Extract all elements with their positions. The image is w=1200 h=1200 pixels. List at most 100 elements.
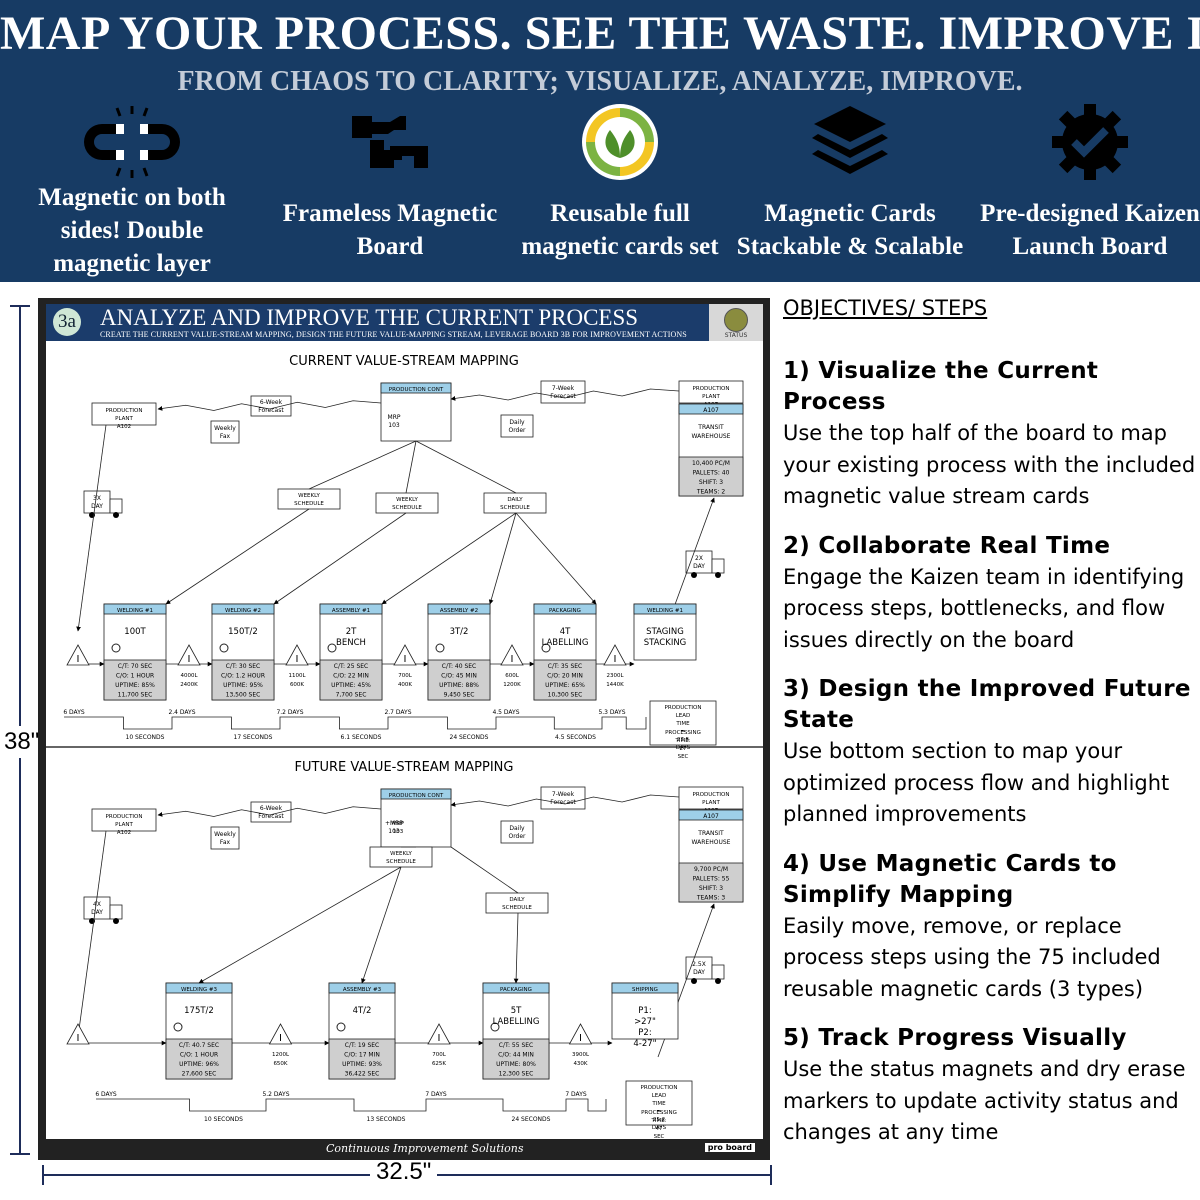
step-title: 4) Use Magnetic Cards to Simplify Mappin… bbox=[783, 850, 1117, 908]
inventory-triangle bbox=[66, 1023, 90, 1045]
supplier-box bbox=[91, 808, 157, 832]
process-stat: C/O: 45 MIN bbox=[441, 673, 477, 680]
truck-wheel bbox=[691, 572, 697, 578]
process-name: WELDING #3 bbox=[181, 987, 218, 993]
width-label: 32.5" bbox=[370, 1158, 438, 1186]
hero-banner: MAP YOUR PROCESS. SEE THE WASTE. IMPROVE… bbox=[0, 0, 1200, 282]
warehouse-header-text: A107 bbox=[703, 407, 719, 414]
section-title: CURRENT VALUE-STREAM MAPPING bbox=[289, 354, 519, 369]
process-stat: C/O: 20 MIN bbox=[547, 673, 583, 680]
operator-icon bbox=[490, 1022, 500, 1032]
info-line bbox=[515, 512, 597, 605]
status-dot[interactable] bbox=[724, 308, 748, 332]
timeline-seconds: 10 SECONDS bbox=[204, 1116, 243, 1123]
inventory-glyph: I bbox=[279, 1033, 282, 1044]
step-1: 1) Visualize the Current Process Use the… bbox=[783, 356, 1198, 513]
process-header bbox=[611, 982, 679, 994]
process-header bbox=[211, 603, 275, 615]
control-header bbox=[380, 382, 452, 394]
timeline-days: 2.4 DAYS bbox=[168, 709, 195, 716]
timeline-days: 5.3 DAYS bbox=[598, 709, 625, 716]
vsm-board: 3a ANALYZE AND IMPROVE THE CURRENT PROCE… bbox=[38, 298, 770, 1160]
step-text: Use the top half of the board to map you… bbox=[783, 421, 1196, 508]
warehouse-stat: PALLETS: 55 bbox=[693, 876, 730, 883]
process-stat: C/T: 55 SEC bbox=[499, 1042, 533, 1049]
timeline-days: 2.7 DAYS bbox=[384, 709, 411, 716]
board-header: 3a ANALYZE AND IMPROVE THE CURRENT PROCE… bbox=[46, 304, 763, 341]
recycle-leaf-icon bbox=[582, 104, 658, 180]
customer-box bbox=[678, 380, 744, 404]
process-name: WELDING #1 bbox=[117, 608, 153, 614]
lead-time-box bbox=[649, 700, 717, 746]
inbound-arrow bbox=[76, 424, 107, 632]
process-stat: C/T: 40.7 SEC bbox=[179, 1042, 219, 1049]
process-stat: 11,700 SEC bbox=[118, 692, 153, 699]
board-badge: 3a bbox=[53, 308, 81, 336]
process-body: 3T/2 bbox=[450, 627, 469, 637]
inventory-glyph: I bbox=[77, 1033, 80, 1044]
timeline bbox=[64, 716, 647, 730]
schedule-note bbox=[483, 492, 547, 514]
step-text: Use the status magnets and dry erase mar… bbox=[783, 1057, 1186, 1144]
process-stat: C/O: 1.2 HOUR bbox=[221, 673, 265, 680]
headline: MAP YOUR PROCESS. SEE THE WASTE. IMPROVE… bbox=[0, 7, 1200, 60]
truck-wheel bbox=[113, 512, 119, 518]
supplier-box bbox=[91, 402, 157, 426]
process-header bbox=[533, 603, 597, 615]
inventory-triangle bbox=[268, 1023, 293, 1045]
info-line bbox=[488, 512, 517, 605]
process-stat: C/T: 35 SEC bbox=[548, 663, 582, 670]
truck-cab bbox=[711, 964, 725, 980]
process-stat: C/T: 30 SEC bbox=[226, 663, 260, 670]
inventory-triangle bbox=[568, 1023, 593, 1045]
timeline-days: 4.5 DAYS bbox=[492, 709, 519, 716]
process-body: 4T/2 bbox=[353, 1006, 372, 1016]
operator-icon bbox=[435, 643, 445, 653]
operator-icon bbox=[111, 643, 121, 653]
info-line bbox=[450, 846, 519, 894]
process-stat: C/T: 40 SEC bbox=[442, 663, 476, 670]
step-text: Engage the Kaizen team in identifying pr… bbox=[783, 564, 1185, 652]
info-line bbox=[361, 866, 402, 984]
inventory-glyph: I bbox=[188, 654, 191, 665]
control-header-text: PRODUCTION CONT bbox=[389, 793, 444, 799]
process-data-box bbox=[165, 1038, 233, 1080]
feature-stackable: Magnetic Cards Stackable & Scalable bbox=[734, 98, 966, 282]
step-4: 4) Use Magnetic Cards to Simplify Mappin… bbox=[783, 849, 1198, 1006]
truck-wheel bbox=[113, 918, 119, 924]
feature-frameless: Frameless Magnetic Board bbox=[274, 98, 506, 282]
timeline-days: 5.2 DAYS bbox=[262, 1091, 289, 1098]
timeline-days: 7 DAYS bbox=[565, 1091, 587, 1098]
operator-icon bbox=[336, 1022, 346, 1032]
fax-note bbox=[210, 826, 240, 850]
process-stat: C/T: 70 SEC bbox=[118, 663, 152, 670]
truck-wheel bbox=[691, 978, 697, 984]
objectives-title: OBJECTIVES/ STEPS bbox=[783, 296, 988, 320]
control-header bbox=[380, 788, 452, 800]
step-title: 2) Collaborate Real Time bbox=[783, 532, 1111, 559]
process-header bbox=[319, 603, 383, 615]
process-body: P1:>27"P2:4-27" bbox=[633, 1006, 656, 1049]
process-stat: 13,500 SEC bbox=[226, 692, 261, 699]
info-line bbox=[415, 440, 517, 494]
inventory-triangle bbox=[500, 644, 524, 666]
inventory-glyph: I bbox=[614, 654, 617, 665]
feature-kaizen: Pre-designed Kaizen Launch Board bbox=[974, 98, 1200, 282]
warehouse-data bbox=[678, 862, 744, 903]
process-stat: UPTIME: 95% bbox=[223, 682, 263, 689]
info-line bbox=[308, 440, 417, 490]
step-2: 2) Collaborate Real Time Engage the Kaiz… bbox=[783, 531, 1198, 657]
status-magnet[interactable]: STATUS bbox=[709, 304, 763, 341]
process-stat: 36,422 SEC bbox=[345, 1071, 380, 1078]
process-stat: C/O: 1 HOUR bbox=[116, 673, 154, 680]
